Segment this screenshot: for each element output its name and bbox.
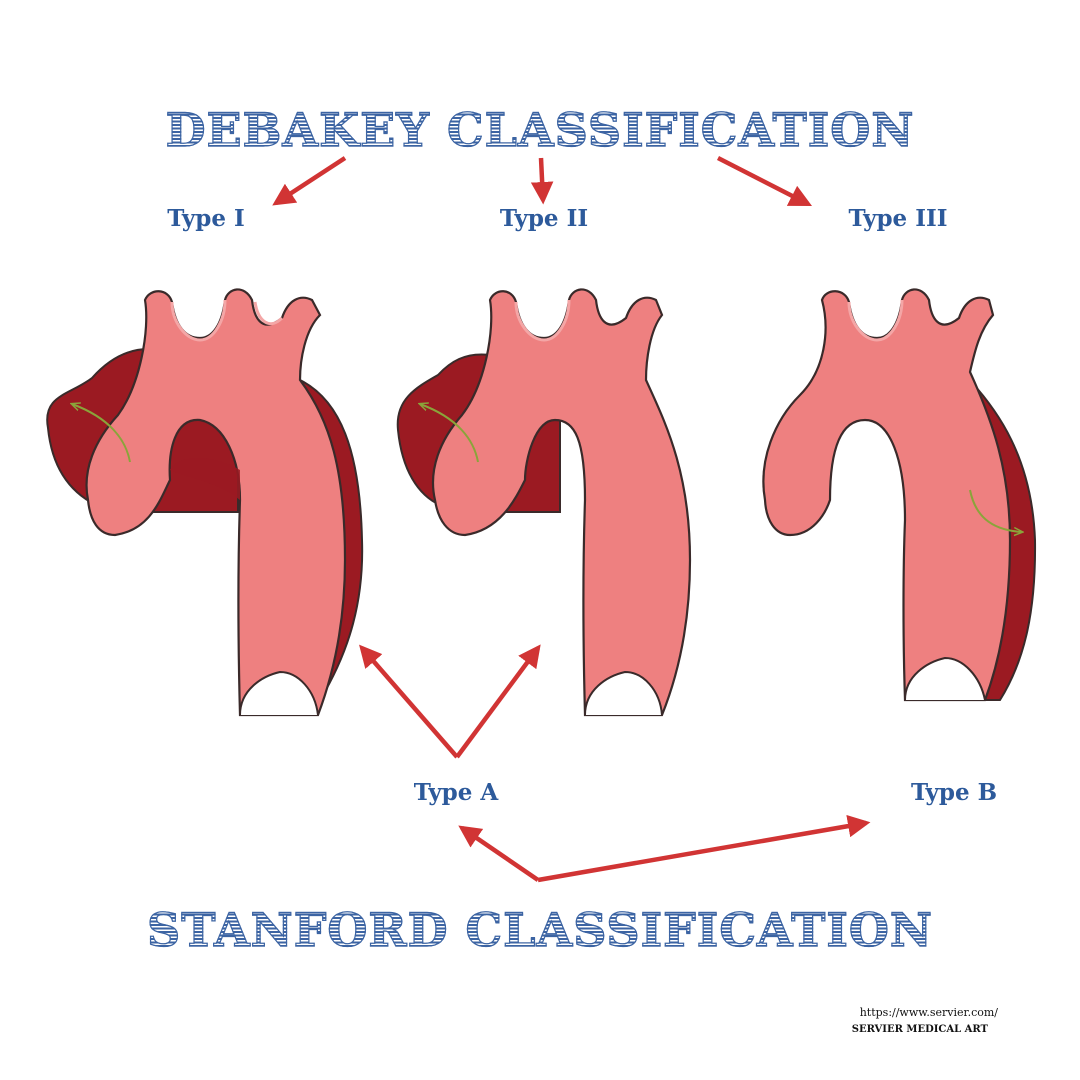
credit-url: https://www.servier.com/	[859, 1006, 998, 1019]
aorta-type-iii	[762, 288, 1037, 702]
arrow-to-type-i	[272, 156, 347, 206]
aorta-type-i	[46, 288, 364, 717]
stanford-title: STANFORD CLASSIFICATION	[0, 902, 1080, 957]
label-type-ii: Type II	[499, 205, 589, 232]
label-type-b: Type B	[910, 779, 998, 806]
aorta-type-ii	[396, 288, 692, 717]
debakey-arrows	[272, 155, 813, 207]
arrow-to-type-b	[537, 814, 871, 883]
arrow-to-type-iii	[716, 155, 813, 207]
label-type-a: Type A	[413, 779, 499, 806]
arrow-type-a-to-aorta-i	[359, 644, 459, 759]
stanford-arrows	[359, 644, 871, 883]
credit-name: SERVIER MEDICAL ART	[851, 1024, 988, 1035]
arrow-to-type-a	[458, 825, 540, 882]
label-type-iii: Type III	[848, 205, 948, 232]
arrow-to-type-ii	[530, 157, 554, 205]
label-type-i: Type I	[167, 205, 245, 232]
arrow-type-a-to-aorta-ii	[455, 644, 541, 759]
debakey-title: DEBAKEY CLASSIFICATION	[0, 102, 1080, 157]
